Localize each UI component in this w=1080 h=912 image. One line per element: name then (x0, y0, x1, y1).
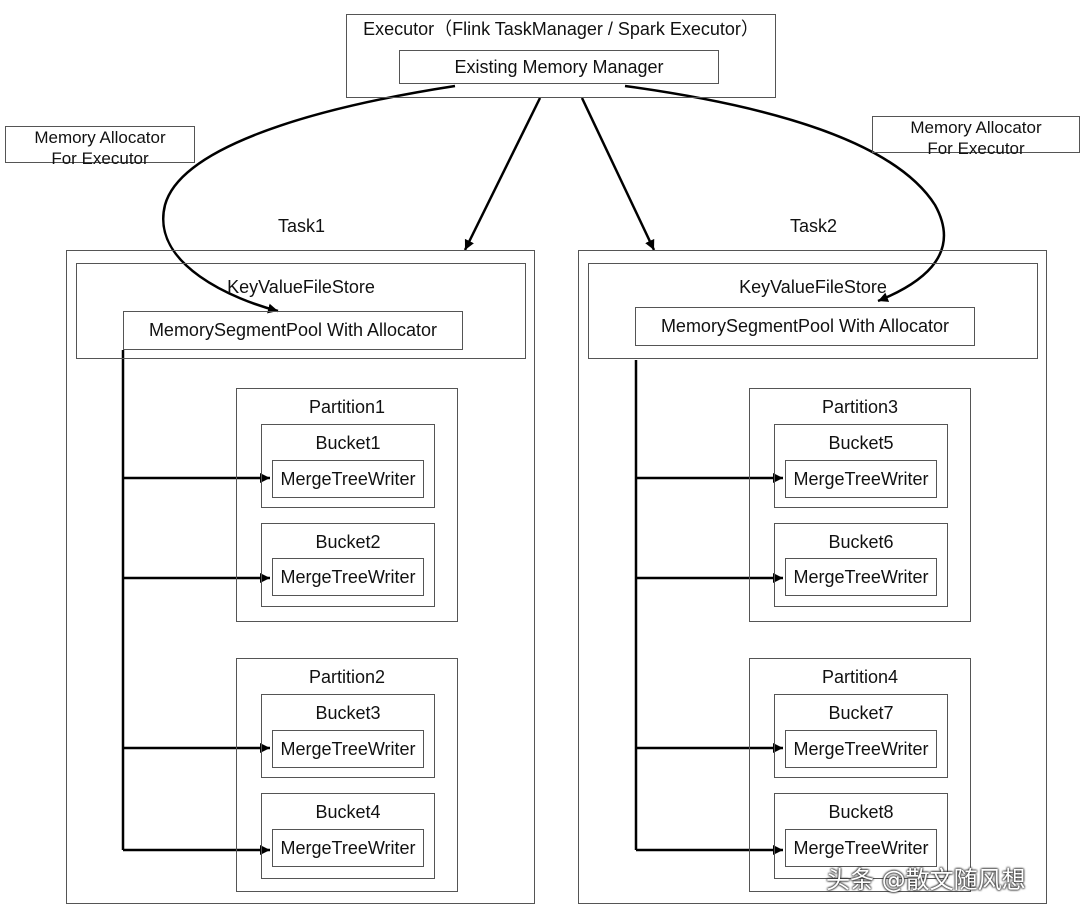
executor-title: Executor（Flink TaskManager / Spark Execu… (363, 19, 759, 39)
bucket7-writer-label: MergeTreeWriter (793, 738, 929, 759)
bucket5-writer-label: MergeTreeWriter (793, 468, 929, 489)
bucket6-box: Bucket6 MergeTreeWriter (774, 523, 948, 607)
bucket1-writer-box: MergeTreeWriter (272, 460, 424, 498)
bucket6-writer-label: MergeTreeWriter (793, 566, 929, 587)
bucket7-box: Bucket7 MergeTreeWriter (774, 694, 948, 778)
bucket8-label: Bucket8 (828, 802, 894, 822)
partition1-label: Partition1 (308, 397, 386, 417)
task1-pool-label: MemorySegmentPool With Allocator (148, 320, 438, 340)
bucket8-box: Bucket8 MergeTreeWriter (774, 793, 948, 879)
allocator-note-right-line1: Memory Allocator (910, 118, 1042, 137)
task2-store-box: KeyValueFileStore MemorySegmentPool With… (588, 263, 1038, 359)
partition2-label: Partition2 (308, 667, 386, 687)
bucket4-writer-box: MergeTreeWriter (272, 829, 424, 867)
task1-pool-box: MemorySegmentPool With Allocator (123, 311, 463, 350)
arrow-executor-to-task2 (580, 97, 656, 251)
bucket2-writer-label: MergeTreeWriter (280, 566, 416, 587)
bucket6-label: Bucket6 (828, 532, 894, 552)
partition3-label: Partition3 (821, 397, 899, 417)
task1-box (66, 250, 535, 904)
partition1-box: Partition1 Bucket1 MergeTreeWriter Bucke… (236, 388, 458, 622)
bucket6-writer-box: MergeTreeWriter (785, 558, 937, 596)
bucket7-label: Bucket7 (828, 703, 894, 723)
allocator-note-right-line2: For Executor (927, 139, 1025, 158)
partition4-label: Partition4 (821, 667, 899, 687)
bucket2-box: Bucket2 MergeTreeWriter (261, 523, 435, 607)
bucket2-writer-box: MergeTreeWriter (272, 558, 424, 596)
task2-pool-label: MemorySegmentPool With Allocator (660, 316, 950, 336)
bucket5-label: Bucket5 (828, 433, 894, 453)
bucket4-label: Bucket4 (315, 802, 381, 822)
bucket8-writer-label: MergeTreeWriter (793, 837, 929, 858)
bucket5-box: Bucket5 MergeTreeWriter (774, 424, 948, 508)
partition3-box: Partition3 Bucket5 MergeTreeWriter Bucke… (749, 388, 971, 622)
bucket1-writer-label: MergeTreeWriter (280, 468, 416, 489)
bucket8-writer-box: MergeTreeWriter (785, 829, 937, 867)
bucket3-writer-box: MergeTreeWriter (272, 730, 424, 768)
allocator-note-left: Memory Allocator For Executor (5, 126, 195, 168)
memory-manager-box: Existing Memory Manager (399, 50, 719, 84)
allocator-note-right: Memory Allocator For Executor (872, 116, 1080, 158)
memory-manager-label: Existing Memory Manager (454, 56, 664, 77)
bucket1-label: Bucket1 (315, 433, 381, 453)
bucket3-box: Bucket3 MergeTreeWriter (261, 694, 435, 778)
task1-label: Task1 (278, 216, 326, 236)
watermark-text: 头条 @散文随风想 (826, 866, 1026, 894)
partition2-box: Partition2 Bucket3 MergeTreeWriter Bucke… (236, 658, 458, 892)
task2-store-label: KeyValueFileStore (739, 277, 887, 297)
task1-store-box: KeyValueFileStore MemorySegmentPool With… (76, 263, 526, 359)
allocator-note-left-line2: For Executor (51, 149, 149, 168)
arrow-executor-to-task1 (463, 97, 542, 251)
executor-box: Executor（Flink TaskManager / Spark Execu… (346, 14, 776, 98)
bucket1-box: Bucket1 MergeTreeWriter (261, 424, 435, 508)
bucket4-box: Bucket4 MergeTreeWriter (261, 793, 435, 879)
task2-box (578, 250, 1047, 904)
bucket3-writer-label: MergeTreeWriter (280, 738, 416, 759)
task2-label: Task2 (790, 216, 838, 236)
bucket4-writer-label: MergeTreeWriter (280, 837, 416, 858)
allocator-note-left-line1: Memory Allocator (34, 128, 166, 147)
bucket7-writer-box: MergeTreeWriter (785, 730, 937, 768)
bucket5-writer-box: MergeTreeWriter (785, 460, 937, 498)
partition4-box: Partition4 Bucket7 MergeTreeWriter Bucke… (749, 658, 971, 892)
task2-pool-box: MemorySegmentPool With Allocator (635, 307, 975, 346)
task1-store-label: KeyValueFileStore (227, 277, 375, 297)
bucket3-label: Bucket3 (315, 703, 381, 723)
bucket2-label: Bucket2 (315, 532, 381, 552)
